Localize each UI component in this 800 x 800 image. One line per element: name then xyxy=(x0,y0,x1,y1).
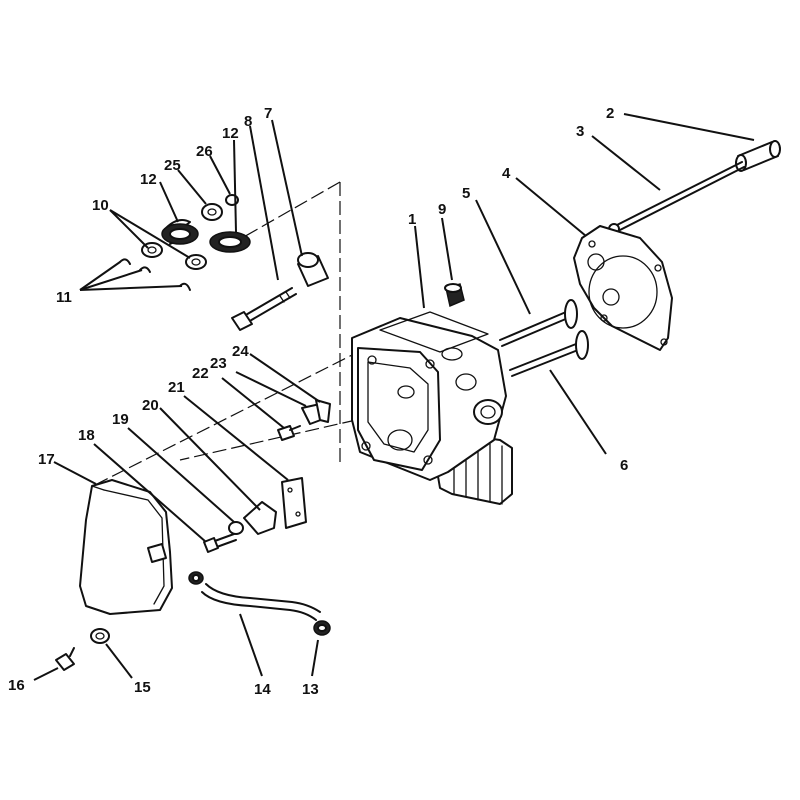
callout-26: 26 xyxy=(196,143,213,160)
breather-screw-part xyxy=(277,425,301,441)
stud-part xyxy=(444,283,465,308)
callout-23: 23 xyxy=(210,355,227,372)
callout-8: 8 xyxy=(244,113,252,130)
breather-hose-part xyxy=(201,583,321,621)
valve-cover-part xyxy=(79,479,173,615)
hose-clamp-lower xyxy=(313,620,331,636)
callout-2: 2 xyxy=(606,105,614,122)
callout-22: 22 xyxy=(192,365,209,382)
callout-16: 16 xyxy=(8,677,25,694)
spacer-part xyxy=(297,252,329,287)
callout-21: 21 xyxy=(168,379,185,396)
callout-3: 3 xyxy=(576,123,584,140)
callout-9: 9 xyxy=(438,201,446,218)
valve-spring-right xyxy=(209,231,251,253)
callout-10: 10 xyxy=(92,197,109,214)
spring-washers xyxy=(141,242,207,270)
callout-15: 15 xyxy=(134,679,151,696)
breather-bracket-part xyxy=(301,399,331,425)
callout-7: 7 xyxy=(264,105,272,122)
breather-gasket-part xyxy=(281,477,307,529)
callout-19: 19 xyxy=(112,411,129,428)
tappet-part xyxy=(735,140,781,172)
cover-screw-part xyxy=(55,647,75,671)
callout-5: 5 xyxy=(462,185,470,202)
leader-lines xyxy=(33,113,755,681)
hose-clamp-upper xyxy=(188,571,204,585)
callout-6: 6 xyxy=(620,457,628,474)
cover-washer-part xyxy=(228,521,244,535)
grommet-part xyxy=(90,628,110,644)
breather-plate-part xyxy=(243,501,277,535)
valve-spring-left xyxy=(161,219,199,245)
head-gasket-part xyxy=(573,225,673,351)
exhaust-valve-part xyxy=(509,330,589,377)
head-bolt-part xyxy=(231,287,297,331)
callout-14: 14 xyxy=(254,681,271,698)
callout-11: 11 xyxy=(56,289,72,306)
intake-valve-part xyxy=(499,299,578,347)
cover-bolt-part xyxy=(203,533,237,553)
callout-25: 25 xyxy=(164,157,181,174)
push-rod-part xyxy=(608,161,745,235)
callout-20: 20 xyxy=(142,397,159,414)
callout-13: 13 xyxy=(302,681,319,698)
callout-24: 24 xyxy=(232,343,249,360)
callout-4: 4 xyxy=(502,165,511,182)
callout-18: 18 xyxy=(78,427,95,444)
callout-17: 17 xyxy=(38,451,55,468)
cylinder-head-part xyxy=(351,311,513,505)
callout-12-top: 12 xyxy=(222,125,239,142)
callout-1: 1 xyxy=(408,211,416,228)
callout-labels: 2 3 4 5 6 7 8 9 1 12 26 25 12 10 11 24 2… xyxy=(8,105,628,698)
callout-12-left: 12 xyxy=(140,171,157,188)
spring-retainer-part xyxy=(201,203,223,221)
alignment-lines xyxy=(94,181,363,486)
